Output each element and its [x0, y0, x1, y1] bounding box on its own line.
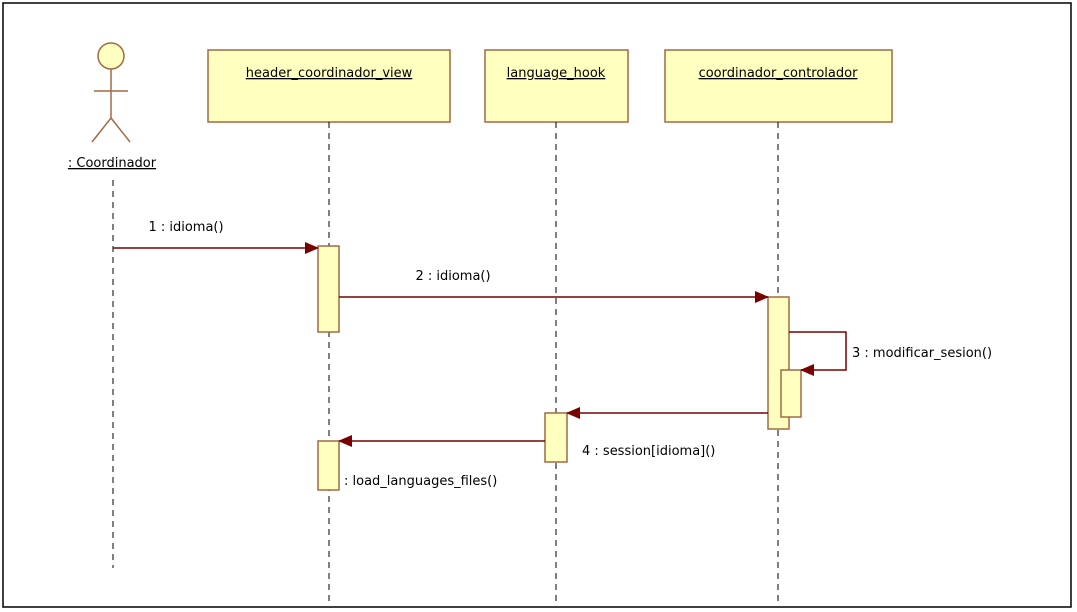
activation-header-1: [317, 245, 340, 333]
actor-leg-right: [110, 117, 131, 143]
message-3[interactable]: 3 : modificar_sesion(): [789, 331, 992, 376]
message-4[interactable]: 4 : session[idioma](): [566, 407, 768, 459]
lifeline-box: [484, 49, 629, 123]
lifeline-language-hook[interactable]: language_hook: [484, 49, 629, 123]
activation-header-2: [317, 440, 340, 491]
activation-ctrl-2: [780, 369, 802, 418]
lifeline-box: [664, 49, 893, 123]
lifeline-label: header_coordinador_view: [246, 66, 413, 81]
lifeline-header-coordinador-view[interactable]: header_coordinador_view: [207, 49, 451, 123]
actor-label: : Coordinador: [68, 156, 157, 171]
activation-hook-1: [544, 412, 568, 463]
message-1[interactable]: 1 : idioma(): [113, 220, 319, 254]
message-5[interactable]: : load_languages_files(): [338, 435, 545, 489]
actor-head: [97, 42, 125, 70]
message-label: 4 : session[idioma](): [582, 444, 715, 459]
lifeline-label: coordinador_controlador: [699, 66, 859, 81]
lifeline-box: [207, 49, 451, 123]
message-label: 1 : idioma(): [148, 220, 223, 235]
message-arrow: [789, 331, 847, 376]
lifeline-coordinador-controlador[interactable]: coordinador_controlador: [664, 49, 893, 123]
message-label: : load_languages_files(): [344, 474, 497, 489]
message-label: 3 : modificar_sesion(): [852, 346, 992, 361]
actor-coordinador[interactable]: : Coordinador: [68, 42, 157, 171]
lifeline-label: language_hook: [507, 66, 606, 81]
message-2[interactable]: 2 : idioma(): [339, 269, 769, 303]
actor-leg-left: [91, 117, 112, 143]
message-label: 2 : idioma(): [415, 269, 490, 284]
